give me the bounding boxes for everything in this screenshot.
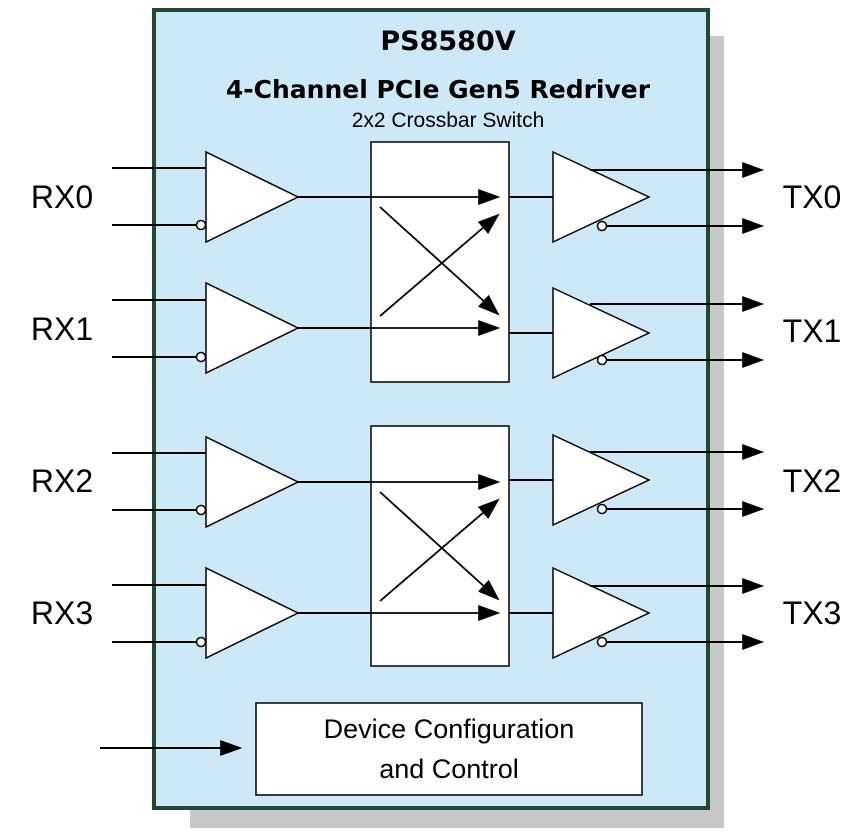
control-block-line1: Device Configuration (324, 714, 575, 744)
crossbar-cross-arrow (379, 498, 500, 602)
control-block-line2: and Control (379, 754, 519, 784)
rx-invert-bubble (195, 351, 207, 363)
device-control-block (255, 702, 643, 796)
rx-port-label: RX0 (31, 179, 93, 215)
tx-port-label: TX1 (783, 313, 842, 349)
tx-buffer (552, 150, 651, 244)
rx-buffer (205, 281, 300, 375)
chip-description: 4-Channel PCIe Gen5 Redriver (226, 75, 651, 104)
tx-port-label: TX2 (783, 463, 842, 499)
crossbar-cross-arrow (379, 491, 500, 601)
tx-buffer (552, 433, 651, 527)
rx-port-label: RX2 (31, 463, 93, 499)
rx-invert-bubble (195, 504, 207, 516)
chip-subtitle: 2x2 Crossbar Switch (352, 109, 545, 132)
tx-port-label: TX0 (783, 179, 842, 215)
rx-port-label: RX3 (31, 595, 93, 631)
rx-invert-bubble (195, 219, 207, 231)
tx-invert-bubble (596, 354, 608, 366)
tx-invert-bubble (596, 503, 608, 515)
tx-invert-bubble (596, 220, 608, 232)
chip-part-number: PS8580V (380, 26, 515, 57)
tx-port-label: TX3 (783, 595, 842, 631)
rx-buffer (205, 435, 300, 529)
rx-buffer (205, 150, 300, 244)
crossbar-arrows (371, 189, 501, 621)
rx-buffer (205, 566, 300, 660)
crossbar-cross-arrow (379, 206, 500, 316)
tx-invert-bubble (596, 636, 608, 648)
tx-buffer (552, 566, 651, 660)
crossbar-cross-arrow (379, 213, 500, 317)
rx-invert-bubble (195, 636, 207, 648)
rx-port-label: RX1 (31, 311, 93, 347)
